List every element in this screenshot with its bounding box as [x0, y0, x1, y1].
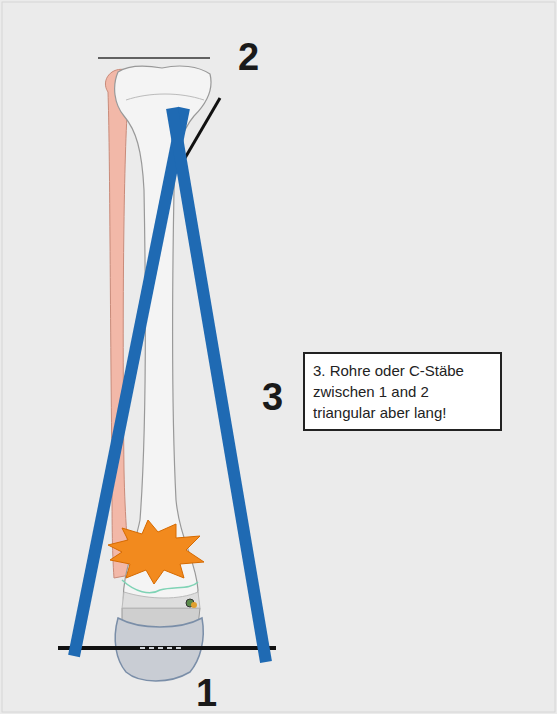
- rod: [74, 108, 184, 656]
- pin-1-in-bone: [140, 647, 184, 649]
- tibia-plateau: [126, 94, 204, 100]
- callout-number: 3: [262, 378, 283, 416]
- callout-number: 1: [196, 674, 217, 712]
- reference-line: [98, 57, 210, 59]
- talus-dome: [122, 592, 200, 608]
- tibia: [115, 66, 211, 608]
- implant-head: [191, 602, 197, 608]
- rod: [172, 108, 266, 662]
- callout-number: 2: [238, 38, 259, 76]
- fracture: [108, 520, 204, 584]
- joint-line: [122, 580, 198, 593]
- pin-1: [58, 646, 276, 650]
- note-text: 3. Rohre oder C-Stäbe zwischen 1 and 2 t…: [313, 360, 492, 423]
- note-box: 3. Rohre oder C-Stäbe zwischen 1 and 2 t…: [303, 352, 502, 431]
